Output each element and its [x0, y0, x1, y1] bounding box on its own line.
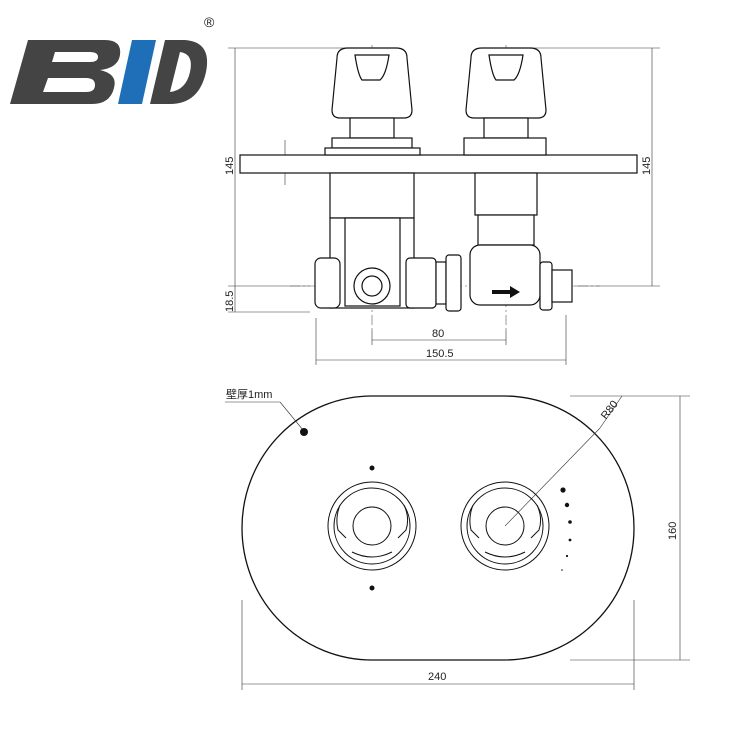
left-knob [327, 465, 417, 591]
right-knob [460, 481, 572, 571]
marker-dot [369, 585, 375, 591]
marker-dot [561, 569, 563, 571]
marker-dot [568, 538, 572, 542]
elevation-view: 145 12 145 18.5 80 150.5 [224, 45, 660, 365]
marker-dot [565, 554, 569, 558]
dim-plan-height: 160 [667, 522, 679, 540]
dim-offset: 18.5 [224, 291, 236, 312]
left-valve [314, 47, 462, 312]
marker-dot [564, 502, 570, 508]
marker-dot [560, 487, 566, 493]
dim-spacing: 80 [432, 328, 444, 340]
brand-logo: ® [10, 14, 215, 104]
right-valve [463, 47, 573, 311]
logo-letter-s [118, 40, 156, 104]
flow-arrow-icon [492, 286, 520, 298]
dim-width: 150.5 [426, 348, 454, 360]
cover-plate [239, 154, 638, 174]
dim-plan-width: 240 [428, 671, 446, 683]
note-marker [300, 428, 308, 436]
dim-height-left: 145 [224, 157, 236, 175]
oval-cover-plate [241, 395, 635, 661]
logo-letter-d [150, 40, 208, 104]
plan-view: 240 160 壁厚1mm R80 [225, 387, 690, 690]
marker-dot [568, 520, 572, 524]
logo-letter-b [10, 40, 121, 104]
marker-dot [369, 465, 375, 471]
logo-registered-mark: ® [204, 14, 215, 30]
plan-note: 壁厚1mm [226, 387, 272, 401]
dim-height-right: 145 [641, 157, 653, 175]
